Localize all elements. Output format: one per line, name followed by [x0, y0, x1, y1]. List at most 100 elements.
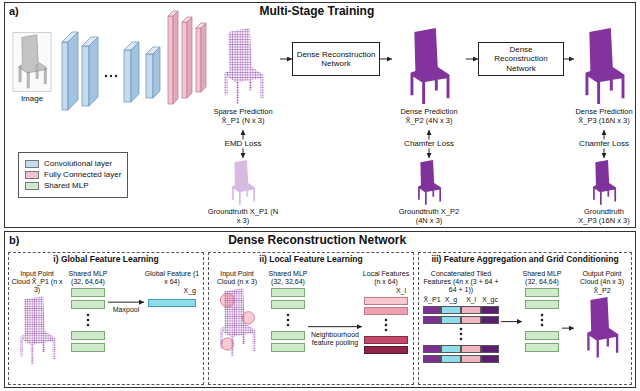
edge-label: Chamfer Loss — [403, 139, 455, 148]
section-header: a)Multi-Stage Training — [5, 3, 635, 19]
caption: Groundtruth X_P2 (4N x 3) — [392, 208, 466, 225]
box-label: Dense Reconstruction Network — [296, 50, 376, 68]
feature-bar — [271, 331, 305, 340]
prediction-cloud: Dense Prediction X̂_P3 (16N x 3) — [574, 26, 634, 130]
feature-bar — [364, 297, 408, 305]
neighbourhood-ball — [242, 312, 254, 324]
node-illustration — [212, 288, 262, 358]
groundtruth-cloud: Groundtruth X_P2 (4N x 3) — [392, 158, 466, 225]
prediction-cloud: Dense Prediction X̂_P2 (4N x 3) — [392, 26, 466, 130]
image-box: Image — [6, 30, 58, 108]
feature-bar — [525, 331, 559, 340]
legend-swatch — [25, 160, 39, 168]
node-illustration — [6, 32, 58, 92]
layer-face — [182, 22, 187, 98]
point-cloud — [579, 28, 629, 106]
caption: Input Point Cloud (n x 3) — [212, 270, 262, 286]
feature-segment — [481, 316, 499, 324]
legend-swatch — [25, 171, 39, 179]
output-cloud: Output Point Cloud (4n x 3)X̂_P2 — [574, 270, 630, 382]
feature-segment — [441, 345, 461, 353]
panel-title: iii) Feature Aggregation and Grid Condit… — [419, 255, 631, 265]
fc-layer — [168, 11, 178, 104]
mlp-column: Shared MLP (32, 64,64) — [68, 270, 108, 382]
chair-points — [418, 160, 441, 205]
feature-segment — [461, 306, 481, 314]
image-frame — [13, 33, 51, 92]
feature-segment — [423, 316, 441, 324]
ellipsis-dots — [105, 75, 117, 77]
column-labels: X̂_P1X_gX_lX_gc — [423, 296, 499, 304]
flow-arrow — [466, 59, 478, 60]
point-cloud — [411, 160, 447, 206]
chair-points — [585, 28, 624, 104]
dot — [385, 319, 388, 322]
feature-bar — [364, 307, 408, 315]
neighbourhood-ball — [221, 338, 233, 350]
mlp-column: Shared MLP (32, 32,64) — [268, 270, 308, 382]
legend-text: Fully Connected layer — [44, 170, 121, 179]
feature-segment — [441, 316, 461, 324]
node-illustration — [574, 28, 634, 106]
network-box: Dense Reconstruction Network — [292, 42, 380, 76]
neighbourhood-ball — [220, 293, 234, 307]
dot — [287, 314, 290, 317]
layer-side — [68, 32, 78, 110]
ellipsis-dots — [83, 312, 93, 328]
edge-label: Chamfer Loss — [578, 139, 630, 148]
feature-segment — [441, 306, 461, 314]
ellipsis-dots — [537, 312, 547, 328]
point-cloud — [580, 297, 624, 359]
caption: Groundtruth X_P1 (N x 3) — [206, 208, 280, 225]
section-title: Dense Reconstruction Network — [19, 234, 631, 248]
feature-segment — [481, 355, 499, 363]
chair-points — [410, 28, 449, 104]
dot — [541, 319, 544, 322]
conv-layer — [82, 37, 98, 106]
ellipsis-dots — [381, 317, 391, 333]
dot — [87, 314, 90, 317]
symbol-label: X̂_P2 — [593, 287, 610, 295]
node-illustration — [268, 288, 308, 355]
stage-panel: ii) Local Feature LearningInput Point Cl… — [208, 252, 414, 385]
feature-bar — [71, 331, 105, 340]
node-illustration — [206, 28, 280, 106]
feature-segment — [481, 306, 499, 314]
symbol-label: X_g — [184, 287, 200, 295]
edge-label: Maxpool — [112, 306, 140, 314]
section-box: b)Dense Reconstruction Networki) Global … — [4, 231, 636, 388]
layer-side — [89, 37, 98, 106]
flow-arrow — [308, 326, 362, 327]
layer-face — [124, 50, 131, 102]
dot — [87, 324, 90, 327]
point-cloud — [586, 160, 622, 206]
chair-render — [19, 35, 46, 88]
layer-face — [168, 16, 173, 104]
point-cloud — [225, 160, 261, 206]
caption: Global Feature (1 x 64) — [144, 270, 200, 286]
ellipsis-dots — [456, 326, 466, 342]
symbol-label: X_g — [441, 296, 461, 304]
symbol-label: X̂_P1 — [423, 296, 441, 304]
prediction-cloud: Sparse Prediction X̂_P1 (N x 3) — [206, 26, 280, 130]
node-illustration — [574, 160, 634, 206]
dot — [287, 319, 290, 322]
legend-row: Fully Connected layer — [25, 170, 121, 179]
feature-bar — [148, 299, 196, 307]
layer-side — [153, 47, 160, 98]
concat-row — [421, 316, 501, 324]
edge-label: EMD Loss — [224, 139, 263, 148]
feature-segment — [461, 355, 481, 363]
feature-segment — [441, 355, 461, 363]
stage-panel: i) Global Feature LearningInput Point Cl… — [8, 252, 204, 385]
chair-points — [593, 160, 616, 205]
feature-bar — [364, 336, 408, 344]
legend-row: Shared MLP — [25, 181, 121, 190]
caption: Shared MLP (32, 32,64) — [268, 270, 308, 286]
feature-segment — [481, 345, 499, 353]
chair-points — [224, 28, 263, 104]
panel-title: ii) Local Feature Learning — [209, 255, 413, 265]
edge-label: Neighbourhood feature pooling — [308, 331, 362, 347]
chair-points — [20, 296, 55, 364]
